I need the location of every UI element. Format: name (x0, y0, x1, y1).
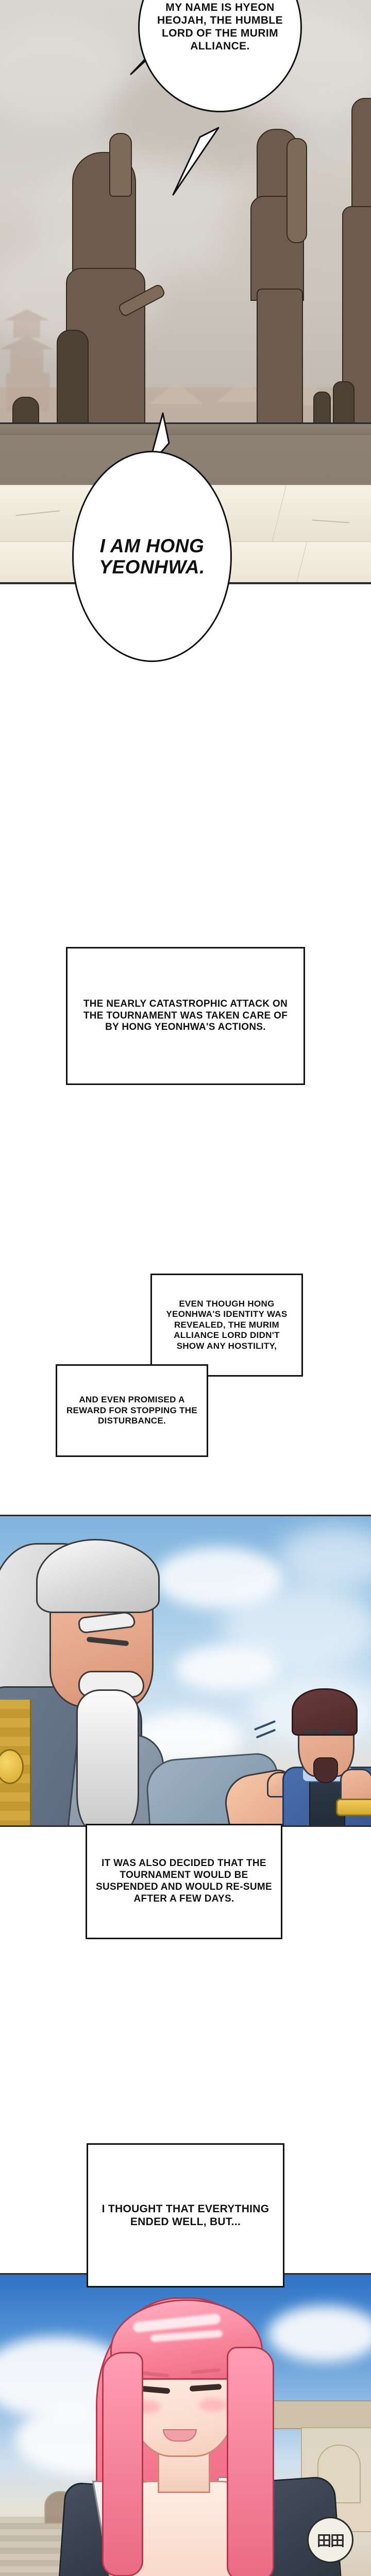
second-man-hair (292, 1688, 358, 1736)
narration-box-reward[interactable]: AND EVEN PROMISED A REWARD FOR STOPPING … (56, 1364, 208, 1457)
second-man-eye (329, 1730, 345, 1734)
silhouette-edge-figure (351, 98, 371, 218)
elder-beard (76, 1689, 139, 1825)
panel-alliance-lord (0, 1515, 371, 1827)
speech-bubble-name[interactable]: I AM HONG YEONHWA. (72, 451, 232, 662)
silhouette-woman-hair (286, 138, 307, 243)
girl-blush (199, 2398, 227, 2412)
girl-hair-strand-right (227, 2347, 274, 2576)
elder-gold-medallion (0, 1749, 24, 1784)
tent-canopy (149, 382, 203, 404)
narration-box-aftermath[interactable]: THE NEARLY CATASTROPHIC ATTACK ON THE TO… (66, 947, 305, 1085)
panel-pink-haired-woman: 田田 (0, 2273, 371, 2576)
narration-box-ended[interactable]: I THOUGHT THAT EVERYTHING ENDED WELL, BU… (87, 2143, 284, 2287)
floor-slab (270, 485, 371, 548)
narration-hostility-text: EVEN THOUGH HONG YEONHWA'S IDENTITY WAS … (166, 1299, 288, 1351)
elder-hair-top (36, 1539, 160, 1613)
narration-box-hostility[interactable]: EVEN THOUGH HONG YEONHWA'S IDENTITY WAS … (150, 1274, 303, 1377)
second-man-gold-cuff (336, 1799, 371, 1816)
narration-aftermath-text: THE NEARLY CATASTROPHIC ATTACK ON THE TO… (83, 998, 288, 1033)
narration-ended-text: I THOUGHT THAT EVERYTHING ENDED WELL, BU… (102, 2202, 269, 2228)
narration-box-suspend[interactable]: IT WAS ALSO DECIDED THAT THE TOURNAMENT … (86, 1824, 282, 1939)
speech-bubble-name-text: I AM HONG YEONHWA. (99, 535, 205, 578)
narration-reward-text: AND EVEN PROMISED A REWARD FOR STOPPING … (66, 1395, 198, 1426)
speech-bubble-intro-text: MY NAME IS HYEON HEOJAH, THE HUMBLE LORD… (157, 2, 283, 52)
background-canopy-roof (268, 2400, 371, 2429)
silhouette-small-figure (57, 330, 89, 425)
second-man-beard (313, 1757, 338, 1783)
ground-band (0, 422, 371, 435)
second-man-eye (304, 1730, 321, 1734)
cloud (278, 1527, 371, 1588)
cloud (175, 1645, 278, 1691)
narration-suspend-text: IT WAS ALSO DECIDED THAT THE TOURNAMENT … (95, 1858, 273, 1904)
cloud (268, 2306, 371, 2362)
girl-hair-strand-left (102, 2352, 143, 2576)
girl-smiling-mouth (163, 2429, 197, 2442)
silhouette-woman-skirt (257, 289, 303, 435)
jacket-emblem-icon: 田田 (307, 2517, 353, 2563)
speech-tail-intro-lower (170, 126, 232, 198)
jacket-emblem-label: 田田 (316, 2533, 345, 2549)
silhouette-raised-arm (109, 133, 132, 197)
